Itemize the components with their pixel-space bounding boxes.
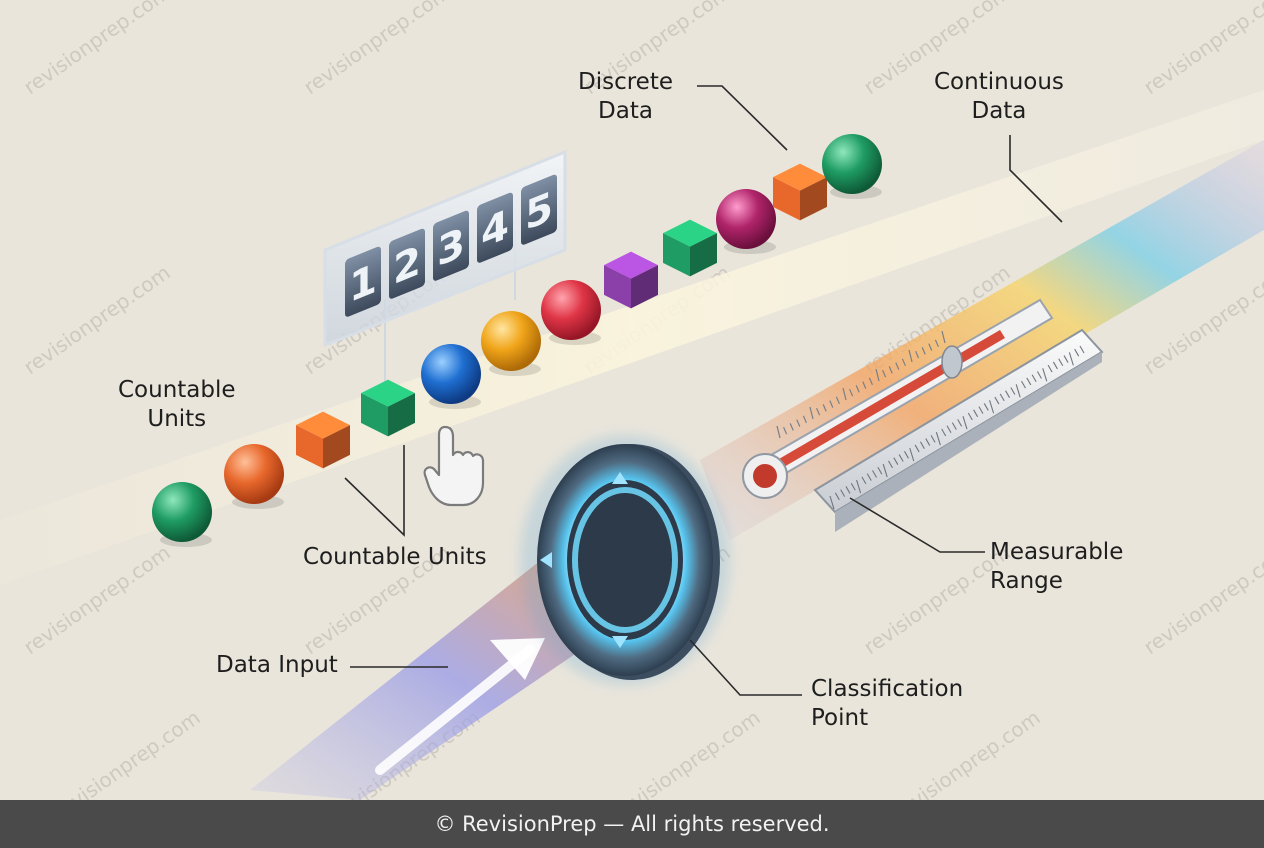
unit-sphere bbox=[224, 444, 284, 504]
unit-cube bbox=[361, 379, 415, 437]
ruler-icon bbox=[813, 328, 1104, 532]
classification-ring bbox=[520, 435, 730, 685]
unit-sphere bbox=[152, 482, 212, 542]
counter-digit-tile: 5 bbox=[521, 174, 557, 245]
leader-lines bbox=[344, 85, 1063, 696]
unit-sphere bbox=[481, 311, 541, 371]
hand-cursor-icon[interactable] bbox=[423, 425, 485, 507]
counter-digit: 1 bbox=[349, 254, 377, 312]
unit-sphere bbox=[541, 280, 601, 340]
counter-digit: 5 bbox=[525, 182, 553, 240]
thermometer-icon bbox=[742, 298, 1054, 499]
watermark-text: revisionprep.com bbox=[1139, 540, 1264, 659]
unit-cube bbox=[604, 251, 658, 309]
watermark-text: revisionprep.com bbox=[1139, 0, 1264, 99]
watermark-text: revisionprep.com bbox=[19, 260, 174, 379]
input-arrow-icon bbox=[375, 645, 535, 775]
diagram-canvas: revisionprep.com revisionprep.com revision… bbox=[0, 0, 1264, 800]
counter-digit-tile: 3 bbox=[433, 210, 469, 281]
counter-digit-tile: 4 bbox=[477, 192, 513, 263]
unit-sphere bbox=[421, 344, 481, 404]
watermark-text: revisionprep.com bbox=[299, 0, 454, 99]
countable-units bbox=[152, 134, 882, 547]
counter-digit: 3 bbox=[437, 218, 465, 276]
unit-cube bbox=[773, 163, 827, 221]
copyright-footer: © RevisionPrep — All rights reserved. bbox=[0, 800, 1264, 848]
input-arrow-head-icon bbox=[490, 638, 545, 680]
data-input-label: Data Input bbox=[216, 652, 338, 678]
watermark-text: revisionprep.com bbox=[19, 0, 174, 99]
unit-cube bbox=[663, 219, 717, 277]
counter-digit-tile: 2 bbox=[389, 228, 425, 299]
watermark-text: revisionprep.com bbox=[609, 705, 764, 800]
unit-sphere bbox=[716, 189, 776, 249]
watermark-text: revisionprep.com bbox=[49, 705, 204, 800]
countable-units-bottom-label: Countable Units bbox=[303, 544, 487, 570]
unit-sphere bbox=[822, 134, 882, 194]
counter-digit-tile: 1 bbox=[345, 246, 381, 317]
counter-digit: 2 bbox=[393, 236, 421, 294]
unit-cube bbox=[296, 411, 350, 469]
counter-digit: 4 bbox=[481, 200, 509, 258]
